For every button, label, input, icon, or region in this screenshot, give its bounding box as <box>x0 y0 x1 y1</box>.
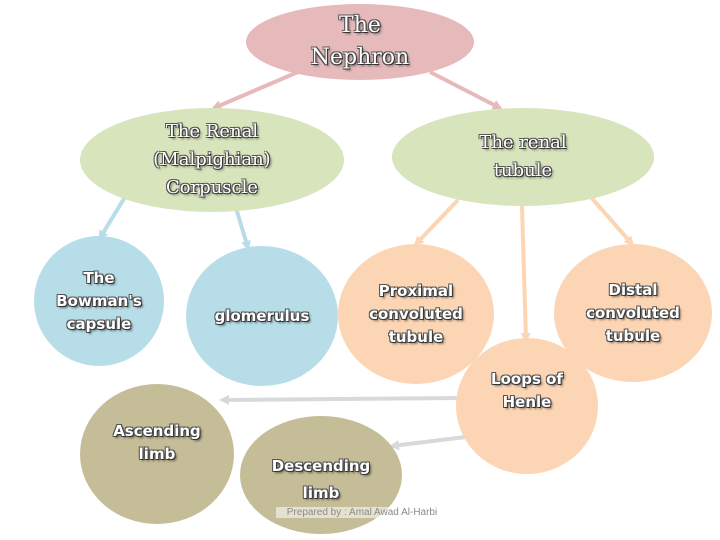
node-nephron-label: The Nephron <box>310 13 410 70</box>
node-ascending-limb: Ascending limb <box>80 384 234 524</box>
node-renal-tubule-label: The renal tubule <box>479 132 567 181</box>
edge-henle-ascending <box>219 394 465 405</box>
node-ascending-limb-label: Ascending limb <box>113 422 201 463</box>
node-renal-corpuscle-label: The Renal (Malpighian) Corpuscle <box>153 121 271 198</box>
node-proximal-tubule-label: Proximal convoluted tubule <box>369 281 463 346</box>
edge-tubule-henle <box>520 205 531 343</box>
node-loops-of-henle-label: Loops of Henle <box>491 370 563 411</box>
node-bowmans-capsule: The Bowman's capsule <box>34 236 164 366</box>
edge-tubule-distal <box>588 194 634 247</box>
node-bowmans-capsule-label: The Bowman's capsule <box>56 268 142 333</box>
node-renal-corpuscle: The Renal (Malpighian) Corpuscle <box>80 108 344 212</box>
edge-nephron-tubule <box>429 70 503 110</box>
edge-corpuscle-bowman <box>98 190 130 241</box>
node-renal-tubule: The renal tubule <box>392 108 654 206</box>
node-nephron: The Nephron <box>246 4 474 80</box>
edge-corpuscle-glomerulus <box>234 207 251 251</box>
footer-credit: Prepared by : Amal Awad Al-Harbi <box>276 507 448 518</box>
node-glomerulus: glomerulus <box>186 246 338 386</box>
node-proximal-tubule: Proximal convoluted tubule <box>338 244 494 384</box>
node-descending-limb-label: Descending limb <box>271 457 371 502</box>
node-loops-of-henle: Loops of Henle <box>456 338 598 474</box>
edge-nephron-corpuscle <box>211 70 299 110</box>
node-distal-tubule: Distal convoluted tubule <box>554 244 712 382</box>
edge-henle-descending <box>389 434 475 451</box>
node-glomerulus-label: glomerulus <box>214 306 310 325</box>
edge-tubule-proximal <box>413 198 460 247</box>
node-distal-tubule-label: Distal convoluted tubule <box>586 280 680 345</box>
